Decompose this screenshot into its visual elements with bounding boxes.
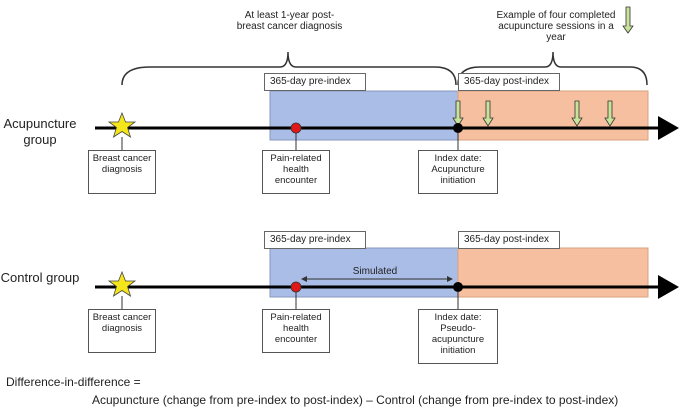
acupuncture-session-arrows bbox=[452, 100, 616, 127]
pain-encounter-marker bbox=[290, 122, 302, 134]
control-pre-index-label: 365-day pre-index bbox=[264, 231, 366, 249]
control-index-date-box: Index date: Pseudo-acupuncture initiatio… bbox=[418, 309, 498, 364]
acupuncture-pre-index-period bbox=[269, 90, 459, 141]
control-diagnosis-box: Breast cancer diagnosis bbox=[88, 309, 156, 353]
session-arrow-icon bbox=[482, 100, 494, 127]
session-arrow-legend-icon bbox=[622, 6, 634, 34]
acupuncture-group-label: Acupuncture group bbox=[3, 116, 77, 147]
acupuncture-index-date-box: Index date: Acupuncture initiation bbox=[418, 150, 498, 194]
window-brace bbox=[121, 51, 457, 86]
control-post-index-label: 365-day post-index bbox=[458, 231, 560, 249]
control-pre-index-period bbox=[269, 247, 459, 298]
control-post-index-period bbox=[457, 247, 649, 298]
simulated-label: Simulated bbox=[352, 266, 398, 277]
diagnosis-star-icon bbox=[107, 111, 137, 138]
control-group-label: Control group bbox=[0, 270, 80, 285]
post-index-brace bbox=[457, 51, 648, 86]
session-arrow-icon bbox=[452, 100, 464, 127]
acupuncture-pre-index-label: 365-day pre-index bbox=[264, 73, 366, 91]
control-pain-encounter-box: Pain-related health encounter bbox=[262, 309, 330, 353]
index-date-marker bbox=[453, 282, 463, 292]
acupuncture-post-index-label: 365-day post-index bbox=[458, 73, 560, 91]
did-formula-line1: Difference-in-difference = bbox=[6, 375, 141, 389]
session-arrow-icon bbox=[571, 100, 583, 127]
index-date-marker bbox=[453, 123, 463, 133]
did-formula-line2: Acupuncture (change from pre-index to po… bbox=[92, 393, 619, 407]
example-note: Example of four completed acupuncture se… bbox=[496, 10, 616, 43]
acupuncture-diagnosis-box: Breast cancer diagnosis bbox=[88, 150, 156, 194]
pain-encounter-marker bbox=[290, 281, 302, 293]
window-note: At least 1-year post-breast cancer diagn… bbox=[236, 10, 343, 32]
acupuncture-pain-encounter-box: Pain-related health encounter bbox=[262, 150, 330, 194]
session-arrow-icon bbox=[604, 100, 616, 127]
diagnosis-star-icon bbox=[107, 270, 137, 297]
